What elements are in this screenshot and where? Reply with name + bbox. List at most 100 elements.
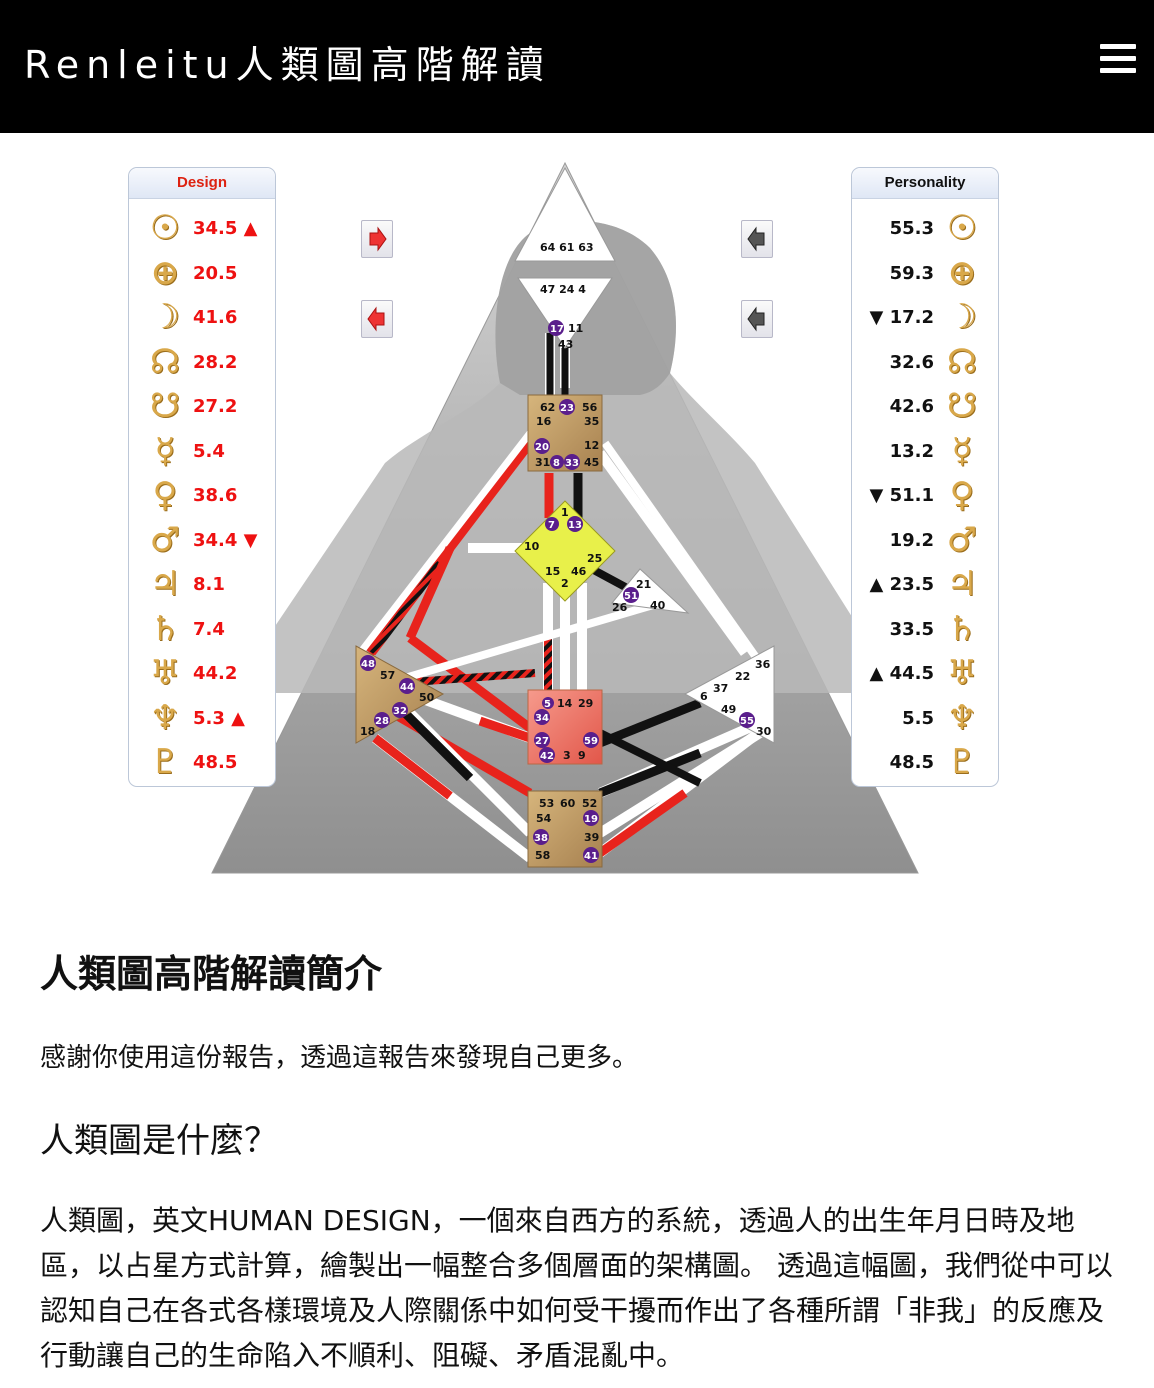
gate-12: 12 xyxy=(584,439,599,452)
gate-19: 19 xyxy=(584,814,598,825)
planet-row: ⊕20.5 xyxy=(129,253,275,293)
gate-29: 29 xyxy=(578,697,593,710)
planet-value: ▲ 44.5 xyxy=(869,663,934,684)
planet-value: 44.2 xyxy=(193,663,238,684)
gate-38: 38 xyxy=(534,833,548,844)
planet-row: ☊ 28.2 xyxy=(129,342,275,382)
gate-22: 22 xyxy=(735,670,750,683)
planet-value: 28.2 xyxy=(193,351,238,373)
gate-11: 11 xyxy=(568,322,583,335)
gate-9: 9 xyxy=(578,749,586,762)
planet-value: 19.2 xyxy=(889,529,934,551)
gate-18: 18 xyxy=(360,725,375,738)
planet-value: 48.5 xyxy=(889,752,934,773)
gate-36: 36 xyxy=(755,658,771,671)
design-arrow-right-button[interactable] xyxy=(361,220,393,258)
planet-row: ⊕59.3 xyxy=(852,253,998,293)
gate-15: 15 xyxy=(545,565,560,578)
planet-row: ♃ ▲ 23.5 xyxy=(852,564,998,604)
top-bar: Renleitu人類圖高階解讀 xyxy=(0,0,1154,133)
gate-5: 5 xyxy=(544,699,551,710)
planet-value: 13.2 xyxy=(889,440,934,462)
section-heading: 人類圖高階解讀簡介 xyxy=(40,952,383,996)
intro-text: 感謝你使用這份報告，透過這報告來發現自己更多。 xyxy=(40,1043,639,1073)
gate-2: 2 xyxy=(561,577,569,590)
gate-17: 17 xyxy=(550,324,564,335)
planet-row: ♆5.5 xyxy=(852,698,998,738)
gate-48: 48 xyxy=(361,659,375,670)
gate-7: 7 xyxy=(548,520,555,531)
gate-49: 49 xyxy=(721,703,736,716)
gate-27: 27 xyxy=(535,736,549,747)
gate-52: 52 xyxy=(582,797,597,810)
planet-value: 33.5 xyxy=(889,618,934,640)
gate-25: 25 xyxy=(587,552,602,565)
personality-panel: Personality ☉55.3⊕59.3☽▼ 17.2☊32.6☋42.6☿… xyxy=(851,167,999,787)
personality-arrow-left-button[interactable] xyxy=(741,220,773,258)
ajna-gates-top: 47 24 4 xyxy=(540,283,586,296)
gate-43: 43 xyxy=(558,338,573,351)
planet-value: 27.2 xyxy=(193,396,238,417)
planet-row: ☿5.4 xyxy=(129,431,275,471)
gate-10: 10 xyxy=(524,540,540,553)
venus-icon: ♀ xyxy=(152,475,178,515)
gate-40: 40 xyxy=(650,599,666,612)
south-node-icon: ☋ xyxy=(946,386,978,426)
gate-23: 23 xyxy=(560,403,574,414)
gate-33: 33 xyxy=(565,458,579,469)
design-arrow-left-button[interactable] xyxy=(361,300,393,338)
gate-42: 42 xyxy=(540,751,554,762)
planet-row: ☿13.2 xyxy=(852,431,998,471)
moon-icon: ☽ xyxy=(149,297,181,337)
gate-39: 39 xyxy=(584,831,599,844)
jupiter-icon: ♃ xyxy=(946,564,978,604)
site-title[interactable]: Renleitu人類圖高階解讀 xyxy=(24,43,551,87)
planet-value: ▲ 23.5 xyxy=(869,574,934,595)
mars-icon: ♂ xyxy=(149,519,181,560)
gate-1: 1 xyxy=(561,506,569,519)
design-panel-heading: Design xyxy=(129,168,275,199)
personality-arrow-left-button-2[interactable] xyxy=(741,300,773,338)
planet-row: ☉55.3 xyxy=(852,208,998,248)
gate-54: 54 xyxy=(536,812,552,825)
saturn-icon: ♄ xyxy=(946,608,978,649)
head-gates: 64 61 63 xyxy=(540,241,594,254)
planet-row: ♀38.6 xyxy=(129,475,275,515)
head-center xyxy=(514,166,616,262)
planet-row: ♀▼ 51.1 xyxy=(852,475,998,515)
gate-35: 35 xyxy=(584,415,599,428)
planet-row: ♄7.4 xyxy=(129,609,275,649)
jupiter-icon: ♃ xyxy=(149,564,181,604)
mars-icon: ♂ xyxy=(946,519,978,560)
article-content: 人類圖高階解讀簡介 感謝你使用這份報告，透過這報告來發現自己更多。 人類圖是什麼… xyxy=(40,944,1114,1372)
uranus-icon: ♅ xyxy=(149,653,181,693)
design-panel: Design ☉34.5 ▲⊕20.5☽41.6☊28.2☋27.2☿5.4♀3… xyxy=(128,167,276,787)
planet-row: ♇48.5 xyxy=(129,742,275,782)
g-center xyxy=(514,500,616,602)
hamburger-menu-icon[interactable] xyxy=(1100,44,1136,74)
planet-value: 20.5 xyxy=(193,262,238,284)
planet-value: 41.6 xyxy=(193,307,238,328)
planet-row: ♂34.4 ▼ xyxy=(129,520,275,560)
planet-value: ▼ 51.1 xyxy=(869,485,934,506)
planet-value: 48.5 xyxy=(193,752,238,773)
gate-46: 46 xyxy=(571,565,587,578)
planet-row: ♂ 19.2 xyxy=(852,520,998,560)
gate-26: 26 xyxy=(612,601,628,614)
north-node-icon: ☊ xyxy=(946,341,978,382)
gate-14: 14 xyxy=(557,697,573,710)
gate-28: 28 xyxy=(375,716,389,727)
planet-value: 8.1 xyxy=(193,574,225,595)
planet-row: ♅ ▲ 44.5 xyxy=(852,653,998,693)
gate-62: 62 xyxy=(540,401,555,414)
gate-60: 60 xyxy=(560,797,576,810)
uranus-icon: ♅ xyxy=(946,653,978,693)
planet-row: ♄ 33.5 xyxy=(852,609,998,649)
neptune-icon: ♆ xyxy=(946,697,978,738)
gate-58: 58 xyxy=(535,849,550,862)
gate-57: 57 xyxy=(380,669,395,682)
north-node-icon: ☊ xyxy=(149,341,181,382)
gate-50: 50 xyxy=(419,691,435,704)
subheading: 人類圖是什麼？ xyxy=(40,1121,278,1161)
planet-row: ☽▼ 17.2 xyxy=(852,297,998,337)
